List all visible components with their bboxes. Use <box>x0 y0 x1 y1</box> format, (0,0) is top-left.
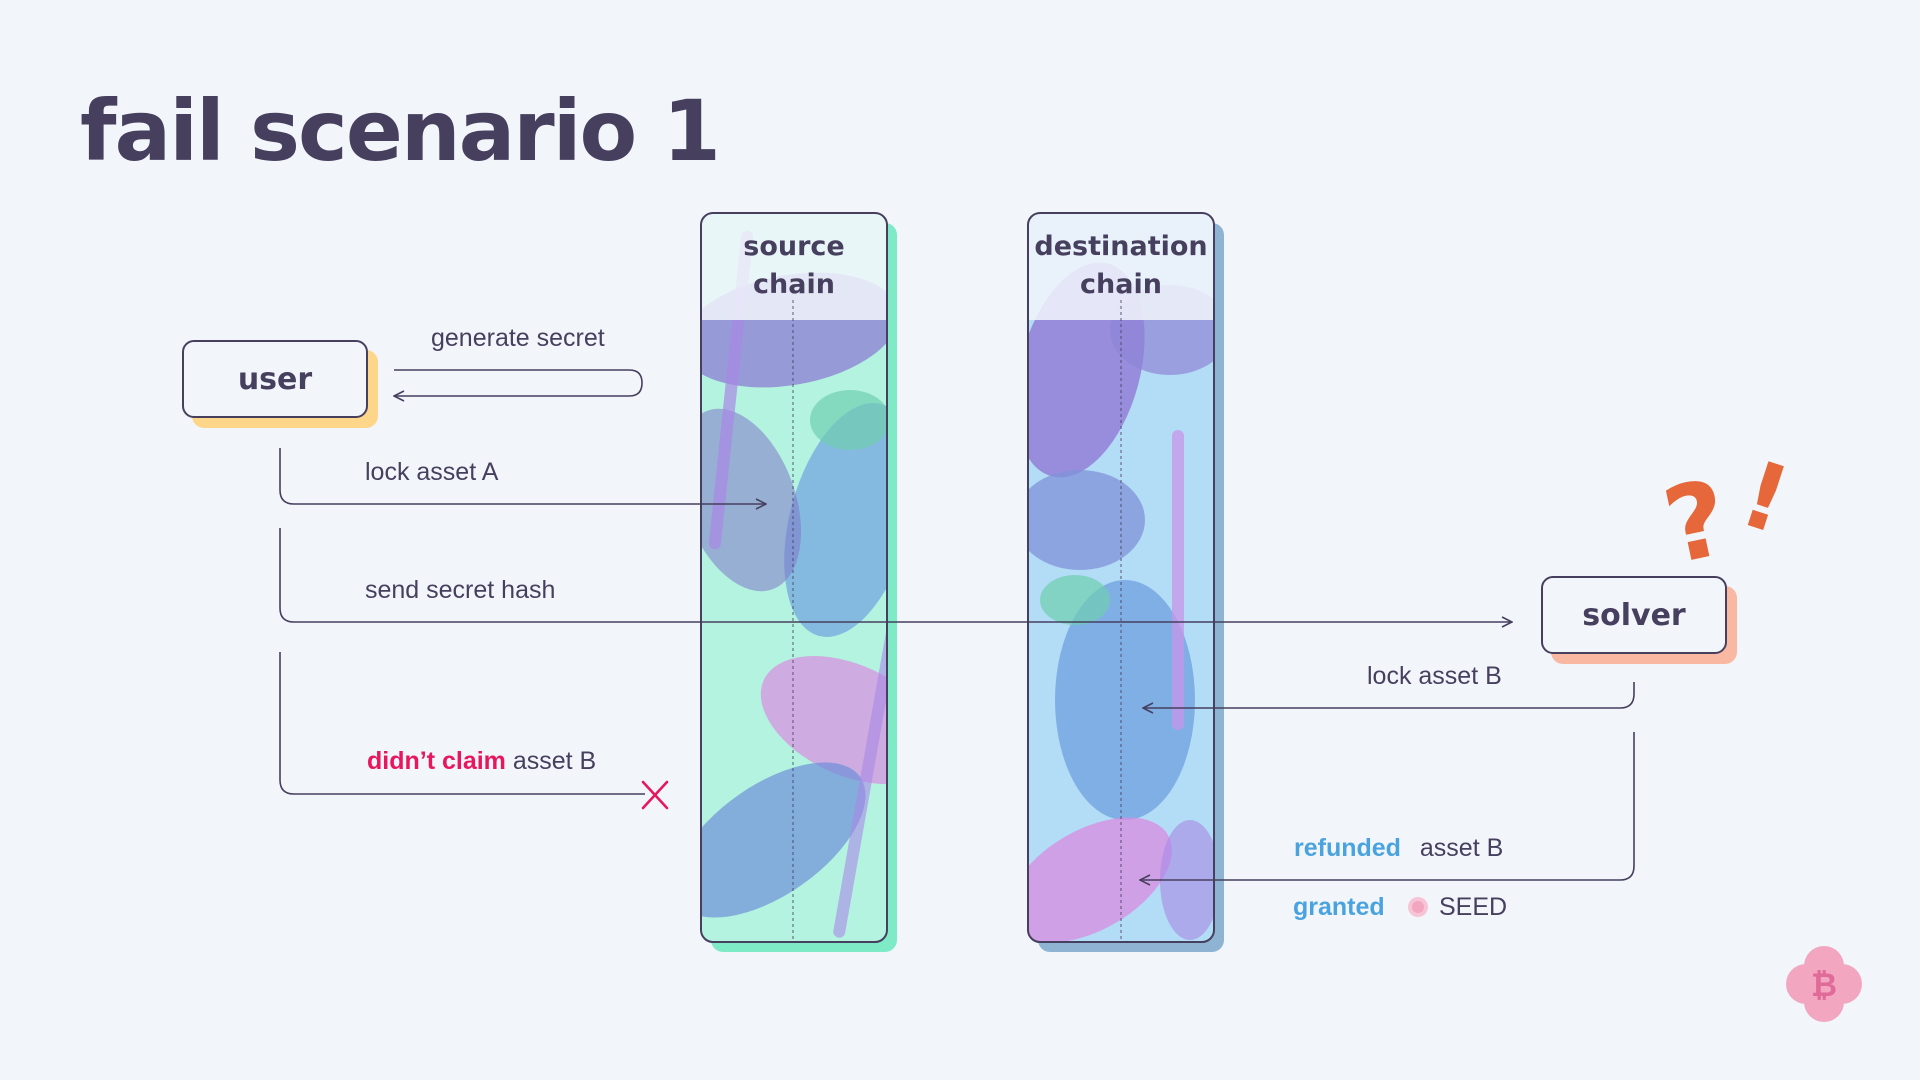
svg-text:₿: ₿ <box>1811 966 1837 1004</box>
source-chain-label-line1: source <box>743 231 845 262</box>
destination-chain-pattern <box>1028 213 1214 942</box>
refunded-label: refunded asset B <box>1294 834 1503 863</box>
refunded-rest: asset B <box>1419 834 1504 862</box>
lock-asset-a-label: lock asset A <box>365 458 499 486</box>
user-node-label: user <box>237 361 313 397</box>
cross-icon <box>641 780 669 810</box>
granted-rest: SEED <box>1439 893 1508 921</box>
granted-emphasis: granted <box>1293 893 1385 921</box>
solver-node: solver <box>1541 576 1727 654</box>
send-secret-hash-label: send secret hash <box>365 576 556 604</box>
solver-node-label: solver <box>1582 597 1686 633</box>
generate-secret-arrow <box>394 369 643 396</box>
refunded-arrow <box>1140 732 1635 880</box>
page-title: fail scenario 1 <box>80 82 721 180</box>
source-chain-header: source chain <box>701 228 887 304</box>
source-chain-column <box>700 212 897 952</box>
lock-asset-b-label: lock asset B <box>1367 662 1502 690</box>
destination-chain-label-line2: chain <box>1080 269 1162 300</box>
didnt-claim-line <box>279 652 645 795</box>
user-node: user <box>182 340 368 418</box>
refunded-emphasis: refunded <box>1294 834 1401 862</box>
destination-chain-header: destination chain <box>1028 228 1214 304</box>
seed-coin-icon <box>1408 897 1428 917</box>
destination-chain-column <box>1027 212 1224 952</box>
source-chain-pattern <box>701 213 887 942</box>
lock-asset-a-arrow <box>279 448 766 504</box>
source-chain-label-line2: chain <box>753 269 835 300</box>
didnt-claim-rest: asset B <box>512 747 597 775</box>
bitcoin-flower-logo: ₿ <box>1786 946 1862 1022</box>
didnt-claim-label: didn’t claim asset B <box>367 747 596 776</box>
generate-secret-label: generate secret <box>431 324 605 352</box>
lock-asset-b-arrow <box>1143 682 1635 708</box>
send-secret-hash-arrow <box>279 528 1512 622</box>
destination-chain-label-line1: destination <box>1034 231 1208 262</box>
didnt-claim-emphasis: didn’t claim <box>367 747 506 775</box>
